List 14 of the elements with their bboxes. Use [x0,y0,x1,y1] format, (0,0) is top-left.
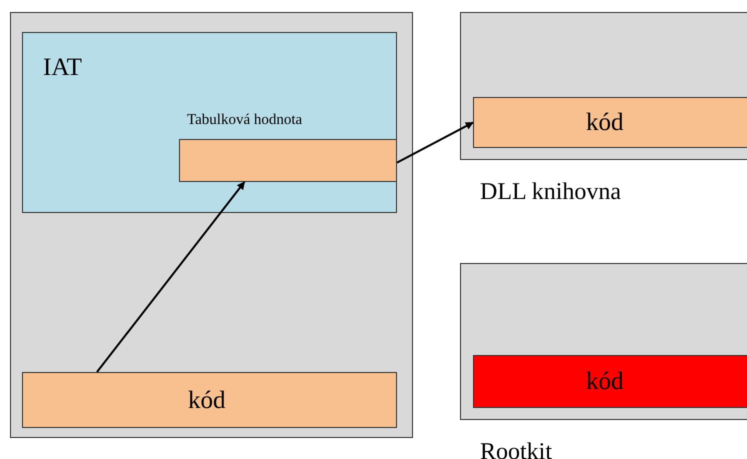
code-label: kód [586,369,624,394]
table-panel [22,32,397,213]
arrow [396,122,474,164]
module-label: Rootkit [480,440,552,459]
code-block [473,97,747,148]
panel-title: IAT [43,55,82,80]
module-label: DLL knihovna [480,180,622,204]
arrow [96,181,246,373]
code-block [473,355,747,408]
code-label: kód [188,388,226,412]
code-block [22,372,397,428]
entry-label: Tabulková hodnota [187,113,302,128]
code-label: kód [586,110,624,135]
process-panel [10,12,413,438]
